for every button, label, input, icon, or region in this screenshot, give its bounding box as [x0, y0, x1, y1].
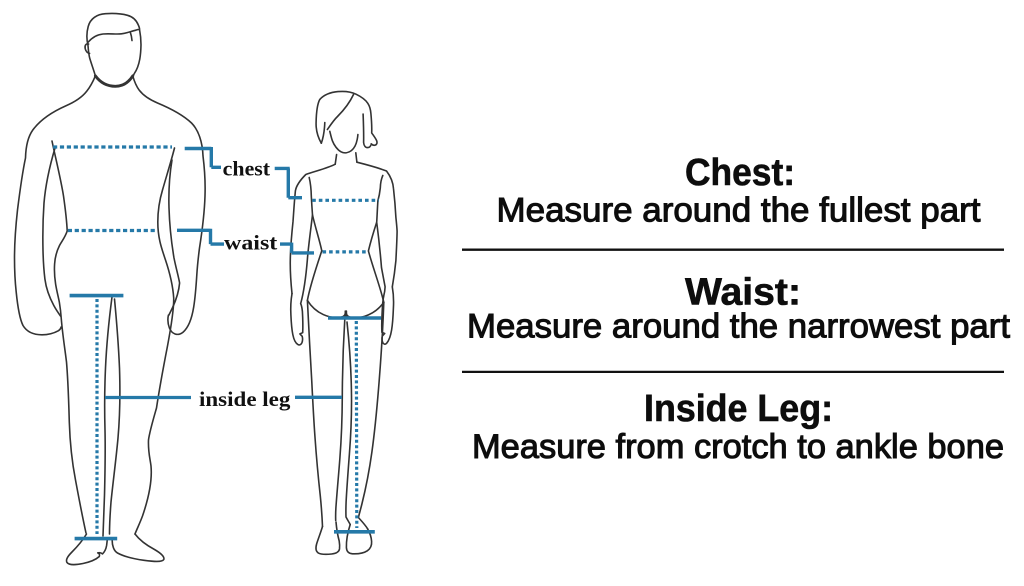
svg-text:waist: waist: [224, 231, 277, 255]
svg-text:Measure around the fullest par: Measure around the fullest part: [497, 192, 982, 230]
svg-text:inside leg: inside leg: [199, 387, 291, 411]
svg-text:chest: chest: [223, 157, 270, 181]
svg-text:Waist:: Waist:: [685, 272, 801, 314]
svg-text:Measure around the narrowest p: Measure around the narrowest part: [467, 308, 1011, 346]
svg-text:Inside Leg:: Inside Leg:: [644, 388, 833, 430]
svg-text:Chest:: Chest:: [685, 152, 795, 194]
svg-text:Measure from crotch to ankle b: Measure from crotch to ankle bone: [472, 428, 1004, 466]
